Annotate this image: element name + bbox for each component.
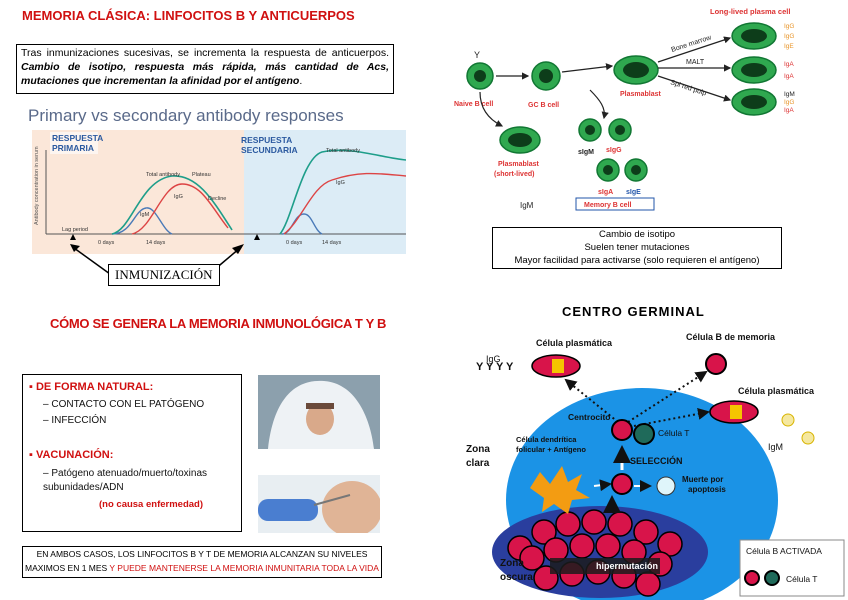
memory-bcell-info-box: Cambio de isotipo Suelen tener mutacione… — [492, 227, 782, 269]
label-igg: IgG — [486, 354, 501, 364]
immunization-box: INMUNIZACIÓN — [108, 264, 220, 286]
footer-red: Y PUEDE MANTENERSE LA MEMORIA INMUNITARI… — [109, 563, 379, 573]
label-igg-1: IgG — [174, 194, 183, 200]
natural-item-1: CONTACTO CON EL PATÓGENO — [51, 399, 205, 410]
tick-14-days-2: 14 days — [322, 240, 342, 246]
label-plasma-2: Célula plasmática — [738, 386, 815, 396]
label-zona-oscura-2: oscura — [500, 572, 533, 583]
response-chart-title: Primary vs secondary antibody responses — [28, 106, 344, 125]
label-igm-bottom: IgM — [520, 201, 534, 210]
label-short-lived-2: (short-lived) — [494, 171, 534, 178]
label-centrocito: Centrocito — [568, 412, 611, 422]
germinal-center-title: CENTRO GERMINAL — [562, 304, 705, 319]
info-line-1: Cambio de isotipo — [598, 229, 676, 240]
vacc-label: VACUNACIÓN: — [35, 449, 114, 461]
label-plateau: Plateau — [192, 172, 211, 178]
label-short-lived-1: Plasmablast — [498, 161, 540, 168]
response-chart: RESPUESTA PRIMARIA RESPUESTA SECUNDARIA … — [32, 130, 406, 254]
label-iga-lp1: IgA — [784, 61, 794, 68]
label-apoptosis-2: apoptosis — [688, 485, 726, 494]
label-long-lived: Long-lived plasma cell — [710, 7, 790, 16]
label-celula-t: Célula T — [658, 428, 690, 438]
label-sigm: sIgM — [578, 149, 594, 156]
info-line-2: Suelen tener mutaciones — [584, 242, 690, 253]
memory-box: ▪ DE FORMA NATURAL: – CONTACTO CON EL PA… — [22, 374, 242, 532]
tick-14-days-1: 14 days — [146, 240, 166, 246]
label-gc: GC B cell — [528, 102, 559, 109]
label-zona-clara-2: clara — [466, 458, 490, 469]
label-dendritic-2: folicular + Antígeno — [516, 445, 586, 454]
label-memory-cell: Célula B de memoria — [686, 332, 776, 342]
label-lag: Lag period — [62, 227, 88, 233]
label-yyyy: Y Y Y Y — [476, 361, 514, 373]
label-total-antibody-1: Total antibody — [146, 172, 180, 178]
label-apoptosis-1: Muerte por — [682, 475, 723, 484]
primary-label-2: PRIMARIA — [52, 143, 94, 153]
y-axis-label: Antibody concentration in serum — [34, 146, 40, 225]
label-sige: sIgE — [626, 189, 641, 196]
primary-label-1: RESPUESTA — [52, 133, 103, 143]
label-siga: sIgA — [598, 189, 613, 196]
bcell-differentiation-diagram: Long-lived plasma cell Y Naive B cell GC… — [454, 7, 795, 211]
label-malt: MALT — [686, 59, 705, 66]
vacc-item-1: Patógeno atenuado/muerto/toxinas subunid… — [43, 468, 208, 493]
vacc-note: (no causa enfermedad) — [99, 499, 203, 510]
label-igg-lp1: IgG — [784, 23, 794, 30]
label-memory: Memory B cell — [584, 202, 632, 209]
label-igg-lp2: IgG — [784, 33, 794, 40]
label-iga-lp2: IgA — [784, 73, 794, 80]
label-spl-igg: IgG — [784, 99, 794, 106]
natural-label: DE FORMA NATURAL: — [35, 381, 154, 393]
secondary-label-1: RESPUESTA — [241, 135, 292, 145]
label-seleccion: SELECCIÓN — [630, 455, 683, 466]
memory-heading: CÓMO SE GENERA LA MEMORIA INMUNOLÓGICA T… — [50, 316, 387, 331]
legend-title: Célula B ACTIVADA — [746, 546, 822, 556]
intro-box: Tras inmunizaciones sucesivas, se increm… — [16, 44, 394, 94]
label-plasma-1: Célula plasmática — [536, 338, 613, 348]
tick-0-days-2: 0 days — [286, 240, 302, 246]
natural-item-2: INFECCIÓN — [51, 415, 107, 426]
label-plasmablast: Plasmablast — [620, 91, 662, 98]
intro-end: . — [299, 75, 303, 87]
intro-text: Tras inmunizaciones sucesivas, se increm… — [21, 47, 389, 59]
label-ige-lp: IgE — [784, 43, 794, 50]
label-dendritic-1: Célula dendrítica — [516, 435, 577, 444]
label-hipermutacion: hipermutación — [596, 561, 658, 571]
label-igg-2: IgG — [336, 180, 345, 186]
svg-text:Y: Y — [474, 50, 480, 60]
legend-celula-t: Célula T — [786, 574, 818, 584]
label-spl-iga: IgA — [784, 107, 794, 114]
label-total-antibody-2: Total antibody — [326, 148, 360, 154]
sick-child-photo — [258, 375, 380, 449]
germinal-center-diagram: hipermutación IgG Y Y Y Y Célula plasmát… — [466, 332, 845, 600]
label-spl-igm: IgM — [784, 91, 795, 98]
label-igm-right: IgM — [768, 442, 783, 452]
label-zona-clara-1: Zona — [466, 444, 490, 455]
label-igm: IgM — [140, 212, 150, 218]
memory-footer-box: EN AMBOS CASOS, LOS LINFOCITOS B Y T DE … — [22, 546, 382, 578]
intro-emphasis: Cambio de isotipo, respuesta más rápida,… — [21, 61, 389, 87]
label-sigg: sIgG — [606, 147, 622, 154]
footer-plain: EN AMBOS CASOS, LOS LINFOCITOS B Y T DE … — [25, 549, 368, 573]
label-decline: Decline — [208, 196, 226, 202]
info-line-3: Mayor facilidad para activarse (solo req… — [514, 255, 760, 266]
label-naive: Naive B cell — [454, 101, 493, 108]
label-spl: Spl red pulp — [669, 79, 707, 97]
label-zona-oscura-1: Zona — [500, 558, 524, 569]
vaccination-photo — [258, 475, 380, 533]
tick-0-days-1: 0 days — [98, 240, 114, 246]
secondary-label-2: SECUNDARIA — [241, 145, 298, 155]
page-title: MEMORIA CLÁSICA: LINFOCITOS B Y ANTICUER… — [22, 8, 355, 23]
